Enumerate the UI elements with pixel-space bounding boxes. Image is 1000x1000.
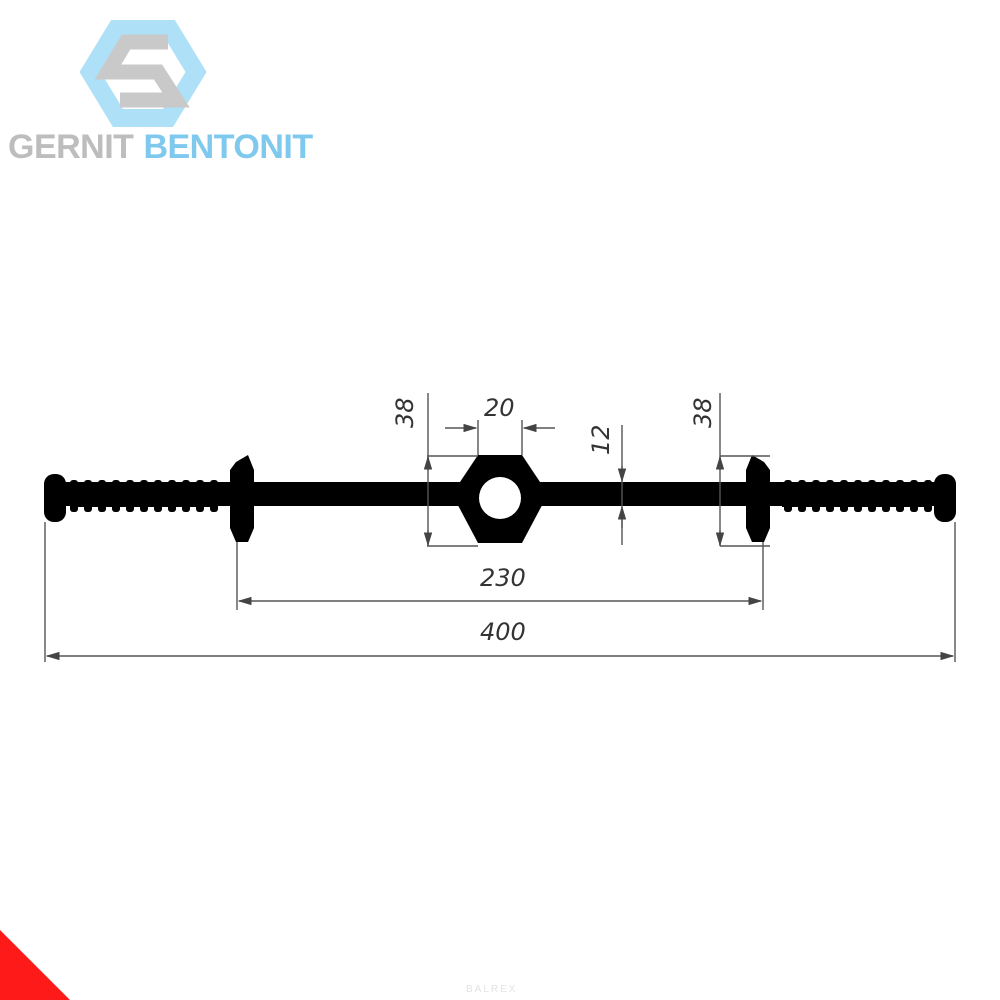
dim-label-height-right: 38 <box>689 397 717 428</box>
center-hole <box>479 477 521 519</box>
dim-label-height-left: 38 <box>391 397 419 428</box>
watermark: BALREX <box>466 984 518 995</box>
brand-name-gernit: GERNIT <box>8 128 134 166</box>
corner-accent <box>0 930 70 1000</box>
right-stop-bulb <box>746 455 770 542</box>
right-ribbed-anchor <box>782 480 932 512</box>
dimension-lines <box>45 423 955 661</box>
brand-name-bentonit: BENTONIT <box>143 128 313 166</box>
dim-label-web-thickness: 12 <box>587 424 615 455</box>
left-stop-bulb <box>230 455 254 542</box>
dim-label-bulb-width: 20 <box>484 394 515 422</box>
dim-label-inner-span: 230 <box>480 564 526 592</box>
left-ribbed-anchor <box>70 480 218 512</box>
gernit-bentonit-logo-icon <box>79 20 207 127</box>
dim-label-total-width: 400 <box>480 618 526 646</box>
